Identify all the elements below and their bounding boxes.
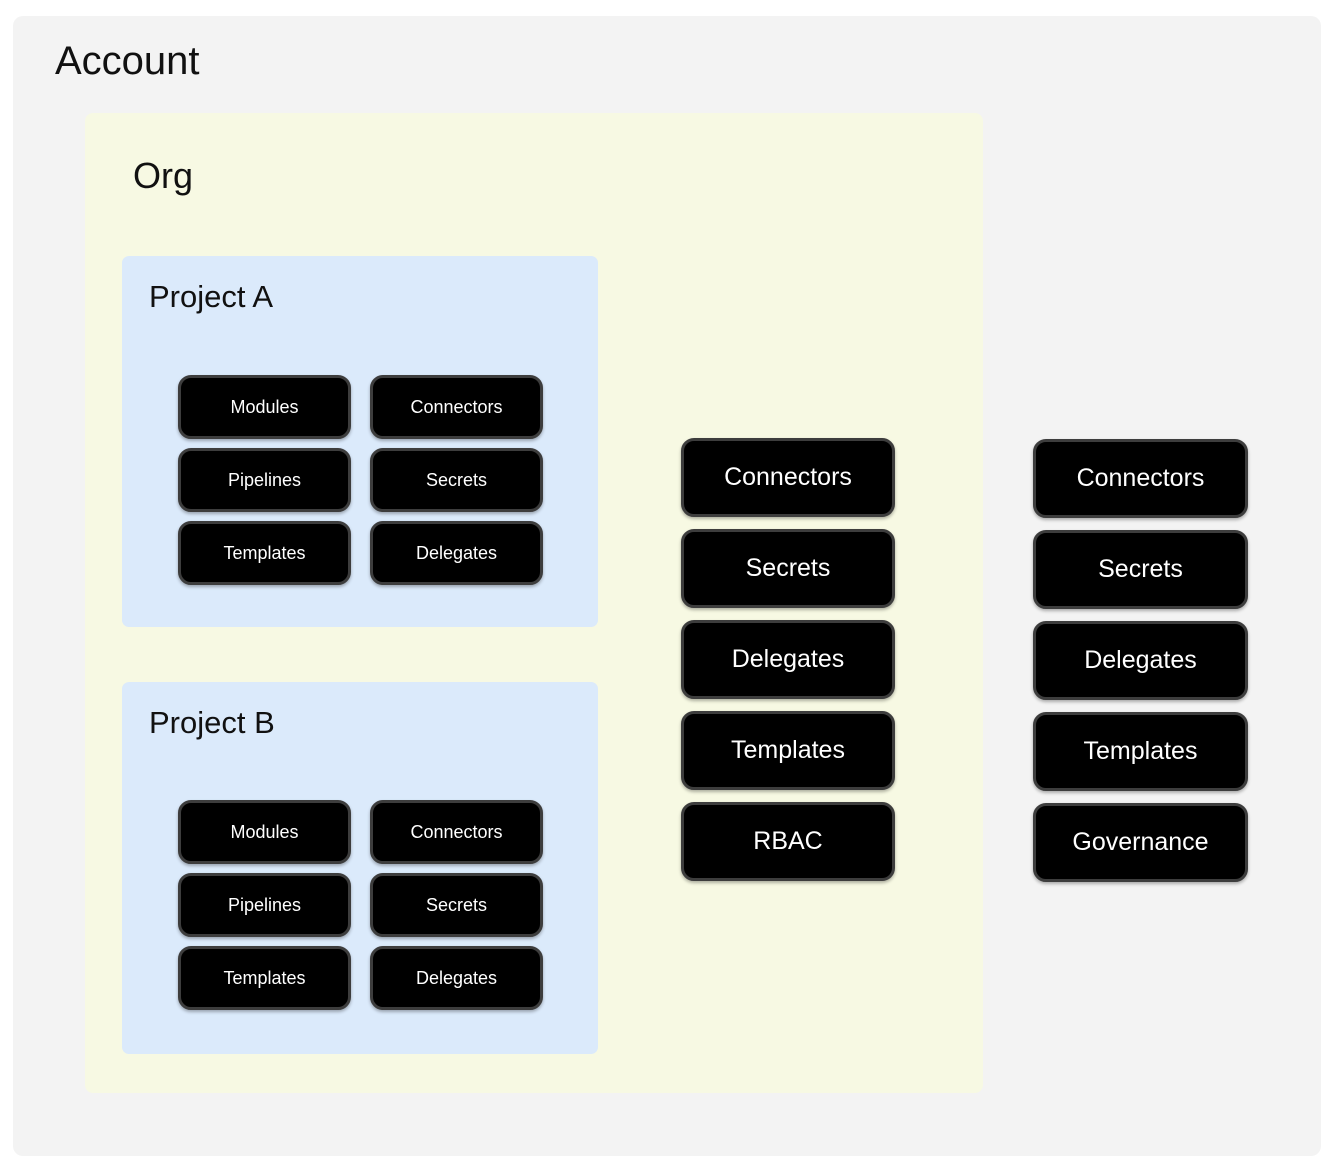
project-a-pill-delegates: Delegates (370, 521, 543, 585)
project-b-resource-grid: Modules Connectors Pipelines Secrets Tem… (178, 800, 543, 1010)
org-resource-column: Connectors Secrets Delegates Templates R… (681, 438, 895, 881)
project-a-pill-connectors: Connectors (370, 375, 543, 439)
project-a-title: Project A (149, 279, 274, 314)
account-pill-governance: Governance (1033, 803, 1248, 882)
org-pill-delegates: Delegates (681, 620, 895, 699)
account-pill-delegates: Delegates (1033, 621, 1248, 700)
org-pill-connectors: Connectors (681, 438, 895, 517)
org-pill-templates: Templates (681, 711, 895, 790)
account-title: Account (55, 39, 200, 83)
project-a-pill-secrets: Secrets (370, 448, 543, 512)
project-b-title: Project B (149, 705, 275, 740)
project-a-resource-grid: Modules Connectors Pipelines Secrets Tem… (178, 375, 543, 585)
org-box: Org Project A Modules Connectors Pipelin… (85, 113, 983, 1093)
account-pill-secrets: Secrets (1033, 530, 1248, 609)
project-a-box: Project A Modules Connectors Pipelines S… (122, 256, 598, 627)
account-pill-templates: Templates (1033, 712, 1248, 791)
project-b-pill-connectors: Connectors (370, 800, 543, 864)
project-b-pill-secrets: Secrets (370, 873, 543, 937)
account-resource-column: Connectors Secrets Delegates Templates G… (1033, 439, 1248, 882)
project-b-box: Project B Modules Connectors Pipelines S… (122, 682, 598, 1054)
account-box: Account Org Project A Modules Connectors… (13, 16, 1321, 1156)
project-a-pill-pipelines: Pipelines (178, 448, 351, 512)
org-title: Org (133, 155, 194, 196)
project-a-pill-modules: Modules (178, 375, 351, 439)
project-b-pill-pipelines: Pipelines (178, 873, 351, 937)
project-b-pill-modules: Modules (178, 800, 351, 864)
project-b-pill-templates: Templates (178, 946, 351, 1010)
org-pill-secrets: Secrets (681, 529, 895, 608)
project-a-pill-templates: Templates (178, 521, 351, 585)
org-pill-rbac: RBAC (681, 802, 895, 881)
account-pill-connectors: Connectors (1033, 439, 1248, 518)
project-b-pill-delegates: Delegates (370, 946, 543, 1010)
